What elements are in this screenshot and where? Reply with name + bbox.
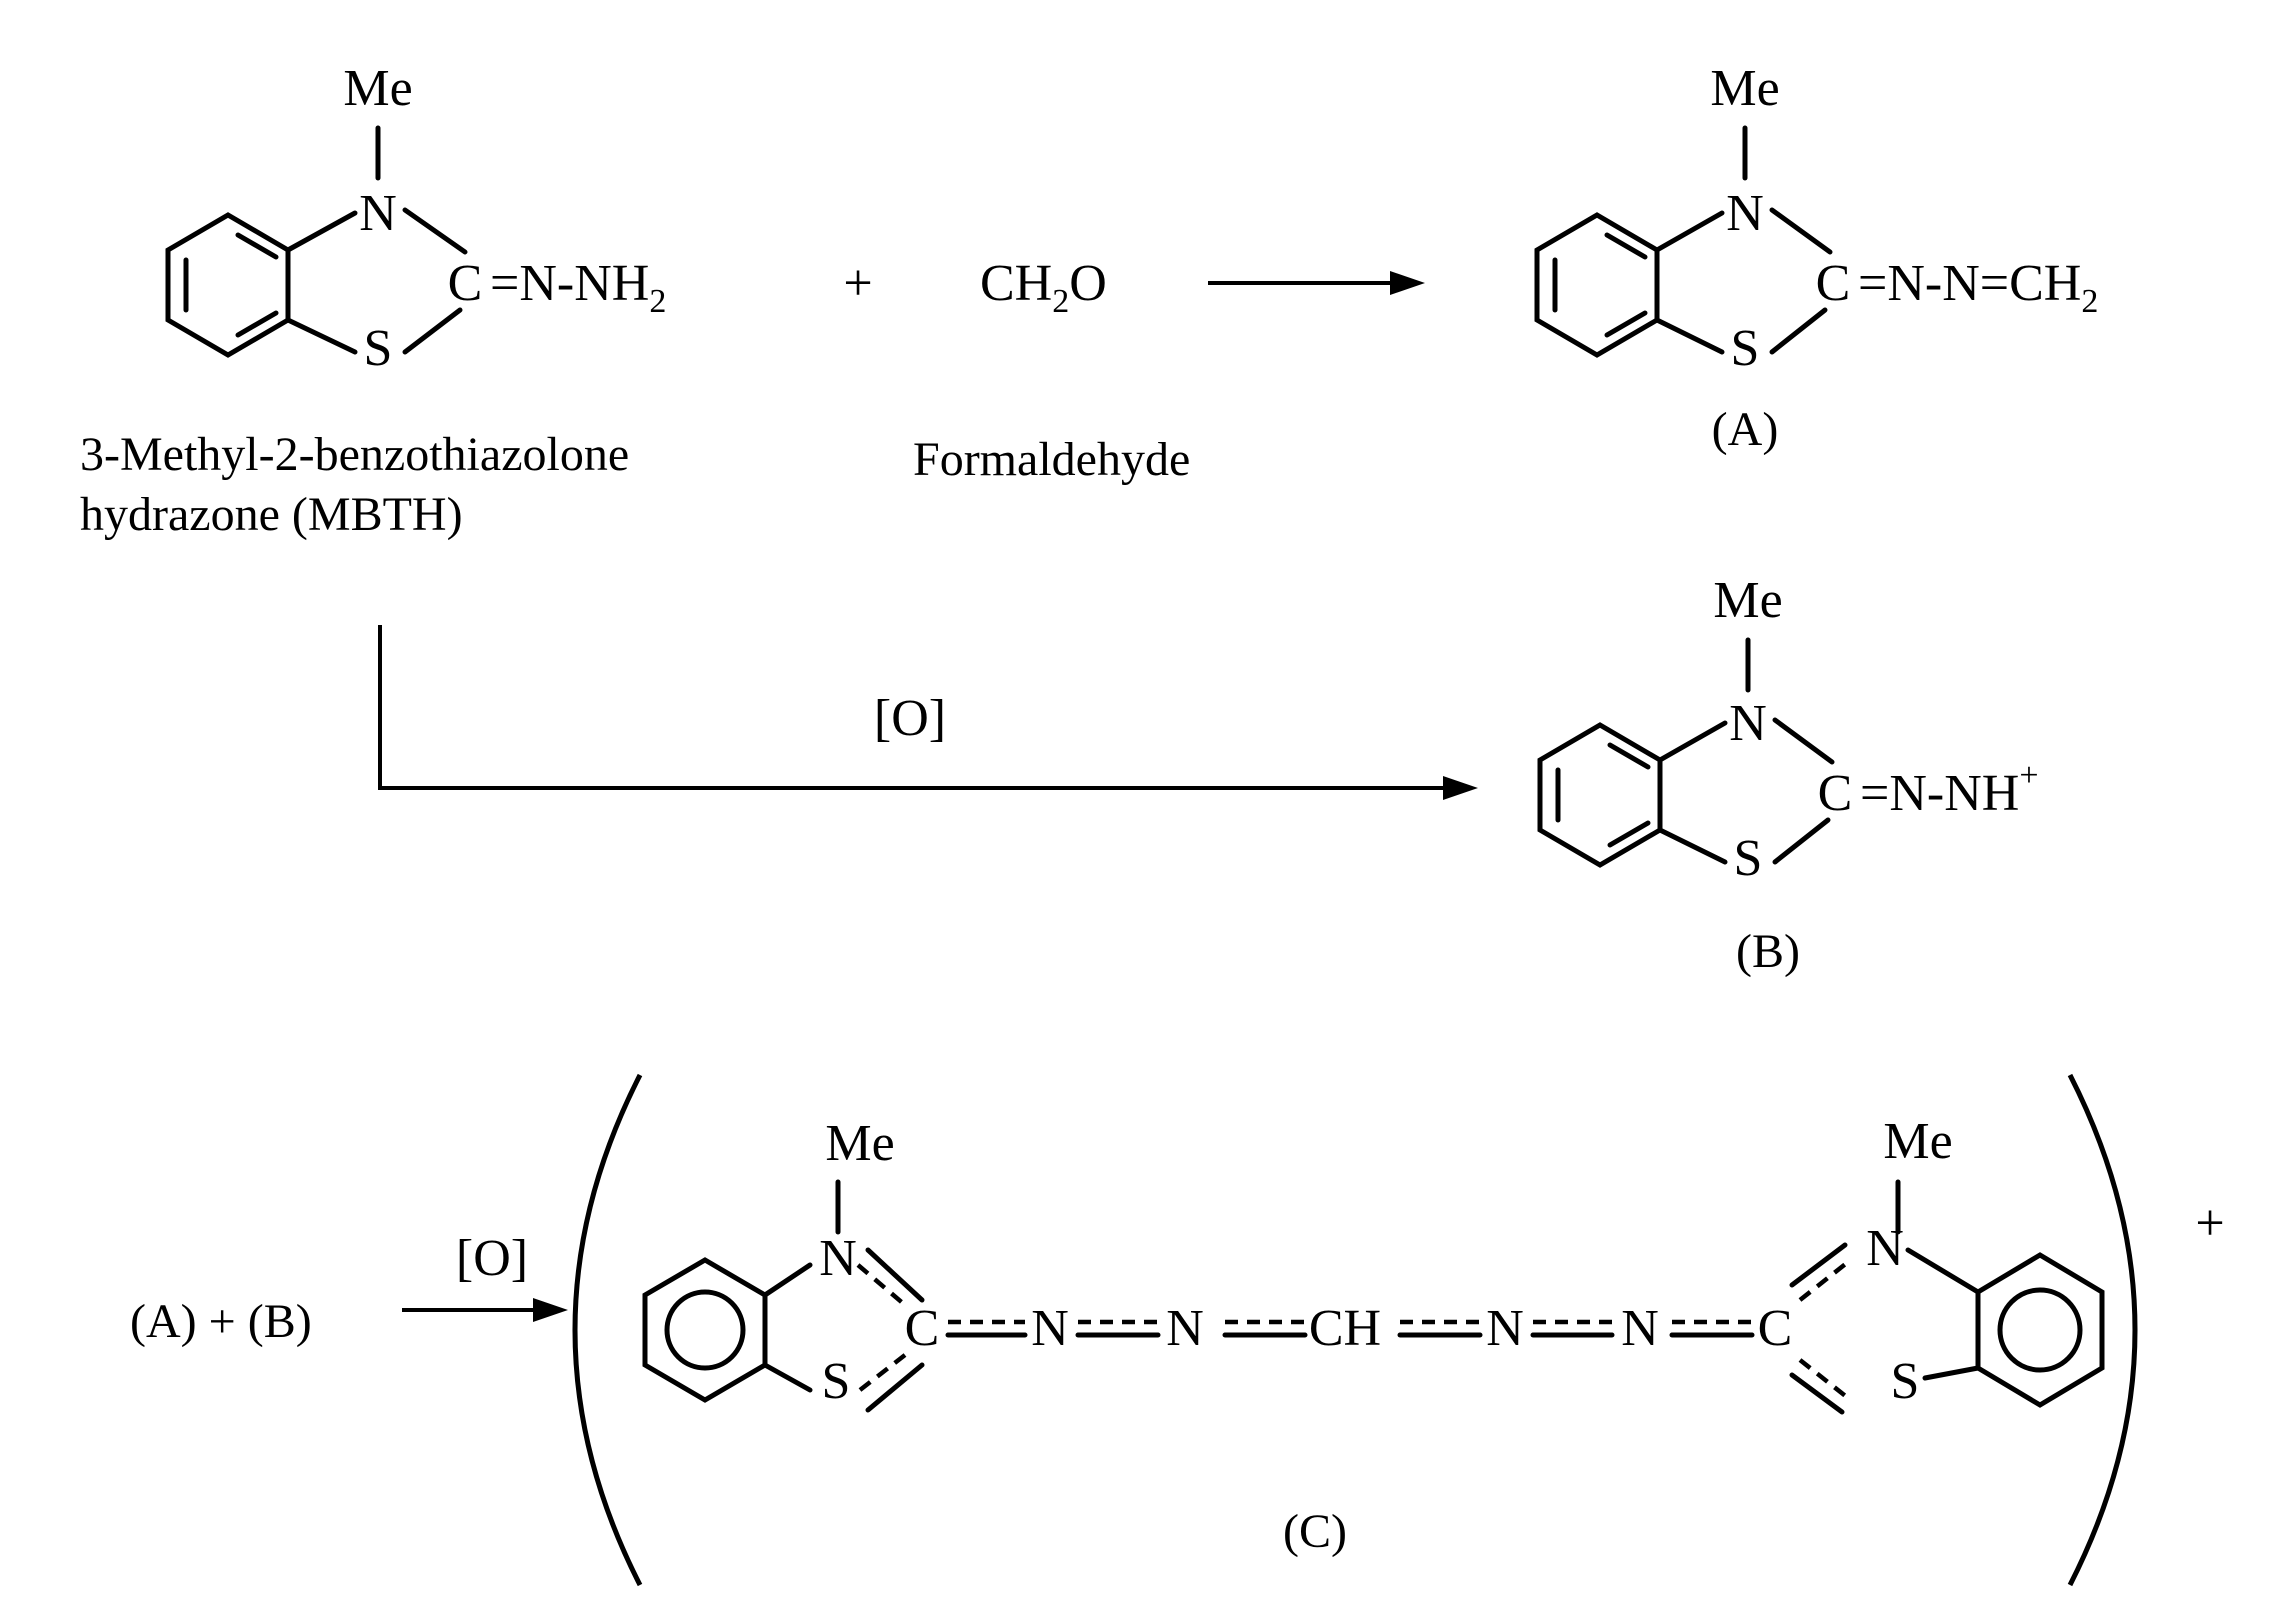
product-a-c-label: C [1816,255,1851,312]
product-b-me-label: Me [1713,572,1782,629]
product-b-s-label: S [1734,830,1763,887]
product-c-chain-ch: CH [1309,1300,1381,1357]
combine-text: (A) + (B) [130,1295,312,1348]
product-a-label: (A) [1712,403,1779,456]
product-c-chain: N N CH N N [945,1300,1755,1357]
mbth-c-label: C [448,255,483,312]
product-c-left-n: N [819,1230,857,1287]
product-c-left-c: C [905,1300,940,1357]
product-c-label: (C) [1283,1505,1347,1558]
oxidant-label-c: [O] [456,1230,528,1287]
product-b-n-label: N [1729,695,1767,752]
product-c-chain-n2: N [1166,1300,1204,1357]
formaldehyde-name: Formaldehyde [913,433,1190,486]
product-a-chain-text: =N-N=CH2 [1858,255,2098,320]
product-a-structure: Me N S C =N-N=CH2 [1534,60,2098,377]
product-c-left-s: S [822,1353,851,1410]
product-c-chain-n1: N [1031,1300,1069,1357]
product-c-right-me: Me [1883,1113,1952,1170]
product-a-me-label: Me [1710,60,1779,117]
mbth-structure: Me N S C =N-NH2 [165,60,666,377]
product-b-c-label: C [1818,765,1853,822]
product-c-chain-n3: N [1486,1300,1524,1357]
mbth-name-line1: 3-Methyl-2-benzothiazolone [80,428,629,481]
mbth-name-line2: hydrazone (MBTH) [80,488,463,541]
plus-sign: + [843,255,872,312]
left-bracket [572,1073,643,1587]
product-a-n-label: N [1726,185,1764,242]
product-c-left-ring: Me N S C [642,1115,940,1413]
product-b-structure: Me N S C =N-NH+ [1537,572,2039,887]
arrow-to-b [378,625,1478,800]
mbth-n-label: N [359,185,397,242]
product-b-label: (B) [1736,925,1800,978]
product-c-right-ring: C N S Me [1758,1113,2105,1415]
arrow-to-a [1208,271,1425,295]
mbth-me-label: Me [343,60,412,117]
right-bracket [2067,1073,2138,1587]
product-c-chain-n4: N [1621,1300,1659,1357]
arrow-to-c [402,1298,568,1322]
product-c-right-c: C [1758,1300,1793,1357]
product-a-s-label: S [1731,320,1760,377]
product-c-left-me: Me [825,1115,894,1172]
product-b-chain-text: =N-NH+ [1860,757,2039,822]
product-c-charge: + [2195,1195,2224,1252]
mbth-s-label: S [364,320,393,377]
formaldehyde-formula: CH2O [980,255,1107,320]
product-c-right-s: S [1891,1353,1920,1410]
oxidant-label-b: [O] [874,690,946,747]
mbth-hydrazone-text: =N-NH2 [490,255,666,320]
